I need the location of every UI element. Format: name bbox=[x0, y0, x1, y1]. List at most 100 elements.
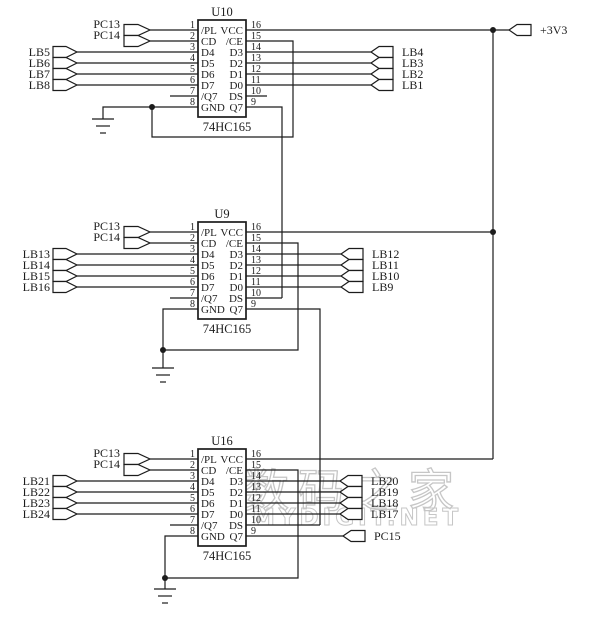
port-label: LB7 bbox=[29, 67, 50, 81]
pin-name: VCC bbox=[220, 227, 243, 239]
pin-name: D6 bbox=[201, 271, 215, 283]
pin-number: 13 bbox=[251, 255, 261, 266]
chip-body bbox=[197, 448, 247, 547]
pin-number: 14 bbox=[251, 42, 261, 53]
pin-name: D3 bbox=[230, 249, 244, 261]
pin-name: D5 bbox=[201, 487, 215, 499]
chip-part: 74HC165 bbox=[203, 120, 252, 134]
pin-name: CD bbox=[201, 465, 216, 477]
pin-name: GND bbox=[201, 304, 225, 316]
port-tag bbox=[341, 529, 366, 543]
port-tag bbox=[123, 463, 152, 477]
port-label: LB15 bbox=[23, 269, 50, 283]
pin-name: /PL bbox=[201, 454, 217, 466]
port-tag bbox=[52, 258, 79, 272]
port-label: LB11 bbox=[372, 258, 399, 272]
port-label: PC13 bbox=[93, 219, 120, 233]
pin-name: D0 bbox=[230, 509, 244, 521]
pin-name: D0 bbox=[230, 282, 244, 294]
pin-number: 10 bbox=[251, 86, 261, 97]
port-label: LB21 bbox=[23, 474, 50, 488]
pin-name: Q7 bbox=[230, 531, 244, 543]
pin-name: D4 bbox=[201, 47, 215, 59]
port-tag bbox=[338, 485, 363, 499]
pin-number: 6 bbox=[190, 277, 195, 288]
pin-number: 16 bbox=[251, 449, 261, 460]
pin-name: GND bbox=[201, 531, 225, 543]
port-tag bbox=[123, 236, 152, 250]
port-tag bbox=[369, 67, 394, 81]
pin-number: 7 bbox=[190, 288, 195, 299]
port-tag bbox=[369, 78, 394, 92]
port-label: LB4 bbox=[402, 45, 423, 59]
pin-number: 5 bbox=[190, 493, 195, 504]
port-tag bbox=[507, 23, 532, 37]
ce-gnd-wire bbox=[151, 40, 294, 138]
pin-name: D7 bbox=[201, 282, 215, 294]
pin-name: Q7 bbox=[230, 304, 244, 316]
pin-name: D7 bbox=[201, 509, 215, 521]
chip-ref: U9 bbox=[214, 207, 229, 221]
pin-number: 2 bbox=[190, 460, 195, 471]
port-tag bbox=[52, 269, 79, 283]
pin-name: /Q7 bbox=[201, 293, 218, 305]
pin-number: 2 bbox=[190, 233, 195, 244]
port-label: PC13 bbox=[93, 446, 120, 460]
pin-number: 13 bbox=[251, 482, 261, 493]
port-tag bbox=[339, 280, 364, 294]
pin-number: 2 bbox=[190, 31, 195, 42]
pin-number: 3 bbox=[190, 244, 195, 255]
port-tag bbox=[338, 496, 363, 510]
pin-number: 13 bbox=[251, 53, 261, 64]
q7-cascade-wire bbox=[246, 308, 321, 525]
pin-number: 8 bbox=[190, 526, 195, 537]
pin-number: 15 bbox=[251, 460, 261, 471]
gnd-wire bbox=[164, 535, 198, 589]
port-label: LB14 bbox=[23, 258, 50, 272]
port-label: LB2 bbox=[402, 67, 423, 81]
pin-number: 12 bbox=[251, 493, 261, 504]
port-tag bbox=[52, 280, 79, 294]
port-tag bbox=[52, 78, 79, 92]
pin-number: 10 bbox=[251, 288, 261, 299]
ce-gnd-wire bbox=[163, 242, 299, 351]
port-label: LB9 bbox=[372, 280, 393, 294]
port-label: LB8 bbox=[29, 78, 50, 92]
pin-name: /PL bbox=[201, 25, 217, 37]
port-label: LB18 bbox=[371, 496, 398, 510]
port-tag bbox=[123, 34, 152, 48]
pin-name: D3 bbox=[230, 47, 244, 59]
pin-number: 12 bbox=[251, 64, 261, 75]
gnd-wire bbox=[102, 106, 198, 119]
port-tag bbox=[369, 45, 394, 59]
port-tag bbox=[52, 56, 79, 70]
pin-name: /Q7 bbox=[201, 520, 218, 532]
pin-number: 14 bbox=[251, 471, 261, 482]
pin-name: CD bbox=[201, 36, 216, 48]
pin-name: D2 bbox=[230, 487, 243, 499]
power-label: +3V3 bbox=[540, 23, 567, 37]
pin-number: 1 bbox=[190, 449, 195, 460]
pin-name: Q7 bbox=[230, 102, 244, 114]
pin-name: /PL bbox=[201, 227, 217, 239]
port-label: LB5 bbox=[29, 45, 50, 59]
pin-number: 15 bbox=[251, 31, 261, 42]
gnd-wire bbox=[162, 308, 198, 368]
pin-name: D3 bbox=[230, 476, 244, 488]
pin-name: VCC bbox=[220, 454, 243, 466]
port-label: LB16 bbox=[23, 280, 50, 294]
port-label: LB22 bbox=[23, 485, 50, 499]
pin-number: 7 bbox=[190, 86, 195, 97]
pin-number: 3 bbox=[190, 471, 195, 482]
port-label: LB1 bbox=[402, 78, 423, 92]
pin-name: D1 bbox=[230, 498, 243, 510]
port-tag bbox=[338, 507, 363, 521]
port-label: LB23 bbox=[23, 496, 50, 510]
port-tag bbox=[52, 247, 79, 261]
port-tag bbox=[52, 45, 79, 59]
pin-number: 16 bbox=[251, 222, 261, 233]
q7-cascade-wire bbox=[246, 106, 283, 298]
pin-number: 16 bbox=[251, 20, 261, 31]
port-tag bbox=[52, 474, 79, 488]
port-tag bbox=[52, 507, 79, 521]
